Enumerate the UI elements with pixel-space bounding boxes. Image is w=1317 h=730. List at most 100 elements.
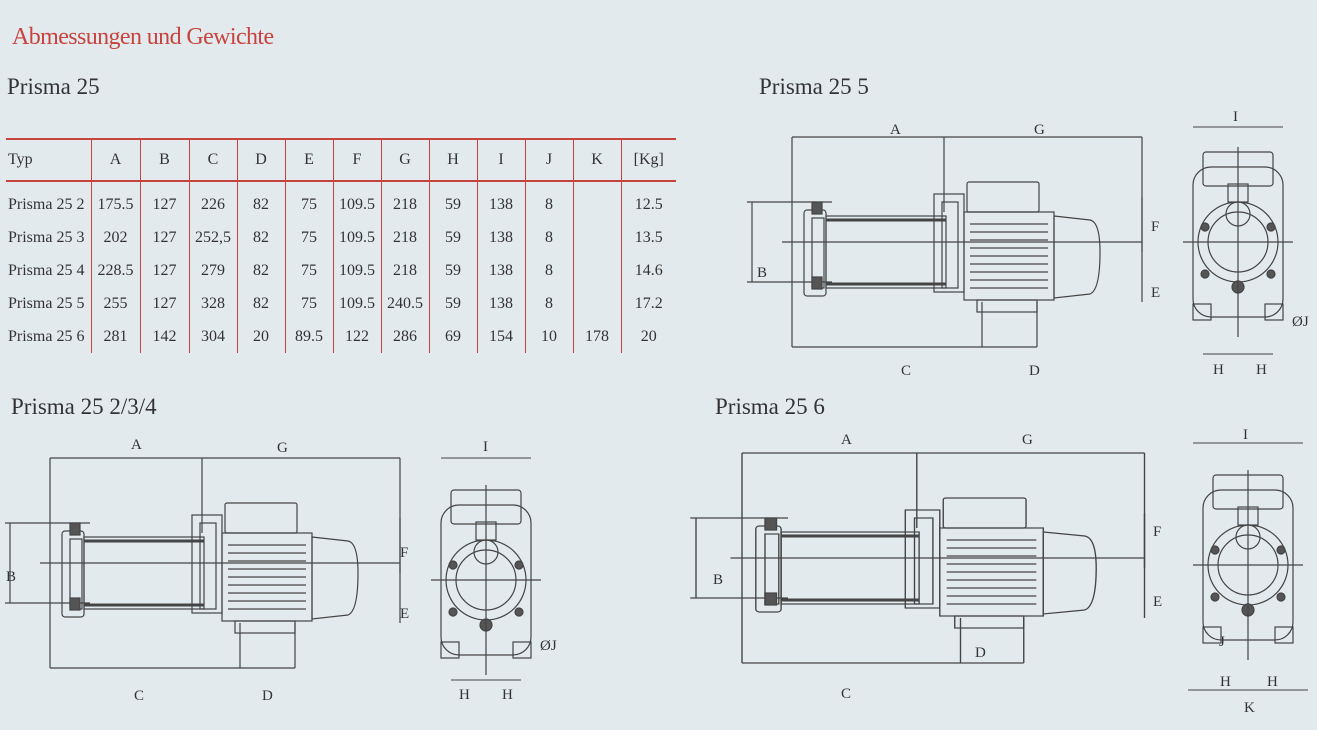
header-cell: C — [188, 138, 237, 182]
cell: 138 — [476, 254, 525, 287]
dim-label-b: B — [757, 265, 767, 281]
cell: 142 — [139, 320, 189, 353]
cell: 255 — [90, 287, 140, 320]
dim-label-i: I — [483, 439, 488, 455]
dim-label-e: E — [1151, 285, 1160, 301]
dim-label-c: C — [841, 686, 851, 702]
drawing-25-5-front — [1182, 126, 1294, 355]
cell — [572, 254, 621, 287]
dim-label-a: A — [890, 122, 901, 138]
dim-label-oj: ØJ — [1292, 314, 1309, 330]
cell-typ: Prisma 25 6 — [8, 327, 85, 345]
cell: 75 — [284, 254, 333, 287]
cell-typ: Prisma 25 5 — [8, 294, 85, 312]
dim-label-b: B — [6, 569, 16, 585]
cell: 109.5 — [332, 254, 381, 287]
dim-label-h: H — [1213, 362, 1224, 378]
dim-label-a: A — [841, 432, 852, 448]
header-cell: G — [380, 138, 429, 182]
dim-label-e: E — [1153, 594, 1162, 610]
table-row: Prisma 25 6 281 142 304 20 89.5 122 286 … — [6, 320, 676, 353]
header-cell: F — [332, 138, 381, 182]
dim-label-g: G — [1034, 122, 1045, 138]
table-header-row: Typ A B C D E F G H I J K [Kg] — [6, 138, 676, 182]
cell: 8 — [524, 287, 573, 320]
dim-label-f: F — [1153, 524, 1161, 540]
table-heading: Prisma 25 — [7, 74, 100, 99]
cell: 82 — [236, 221, 285, 254]
cell: 127 — [139, 181, 189, 221]
page-title: Abmessungen und Gewichte — [12, 24, 274, 50]
drawing-heading-25-234: Prisma 25 2/3/4 — [11, 394, 157, 419]
dim-label-g: G — [1022, 432, 1033, 448]
header-cell: E — [284, 138, 333, 182]
table-row: Prisma 25 4 228.5 127 279 82 75 109.5 21… — [6, 254, 676, 287]
cell: 89.5 — [284, 320, 333, 353]
cell: 218 — [380, 254, 429, 287]
cell: 20 — [620, 320, 676, 353]
cell: 8 — [524, 221, 573, 254]
cell: 286 — [380, 320, 429, 353]
cell: 59 — [428, 181, 477, 221]
dim-label-a: A — [131, 437, 142, 453]
cell: 138 — [476, 221, 525, 254]
cell: 252,5 — [188, 221, 237, 254]
dim-label-c: C — [901, 363, 911, 379]
header-cell: I — [476, 138, 525, 182]
cell: 109.5 — [332, 287, 381, 320]
cell: 59 — [428, 287, 477, 320]
cell: 10 — [524, 320, 573, 353]
cell-typ: Prisma 25 4 — [8, 261, 85, 279]
cell: 8 — [524, 254, 573, 287]
cell: 122 — [332, 320, 381, 353]
cell: 127 — [139, 254, 189, 287]
drawing-25-234-front — [430, 457, 542, 681]
dim-label-d: D — [262, 688, 273, 704]
drawing-25-5-side — [745, 135, 1144, 349]
cell: 304 — [188, 320, 237, 353]
cell: 240.5 — [380, 287, 429, 320]
cell: 109.5 — [332, 221, 381, 254]
cell — [572, 287, 621, 320]
header-cell: Typ — [6, 138, 91, 182]
cell: 20 — [236, 320, 285, 353]
cell-typ: Prisma 25 3 — [8, 228, 85, 246]
dim-label-i: I — [1243, 427, 1248, 443]
cell: 328 — [188, 287, 237, 320]
cell: 59 — [428, 254, 477, 287]
cell: 154 — [476, 320, 525, 353]
cell-typ: Prisma 25 2 — [8, 195, 85, 213]
cell: 75 — [284, 181, 333, 221]
dim-label-f: F — [400, 545, 408, 561]
dimensions-table: Typ A B C D E F G H I J K [Kg] Prisma 25… — [6, 138, 676, 353]
dim-label-d: D — [975, 645, 986, 661]
dim-label-e: E — [400, 606, 409, 622]
cell: 281 — [90, 320, 140, 353]
cell: 17.2 — [620, 287, 676, 320]
cell — [572, 181, 621, 221]
cell: 228.5 — [90, 254, 140, 287]
dim-label-h: H — [1220, 674, 1231, 690]
cell: 226 — [188, 181, 237, 221]
cell: 14.6 — [620, 254, 676, 287]
cell: 178 — [572, 320, 621, 353]
drawing-heading-25-5: Prisma 25 5 — [759, 74, 869, 99]
dim-label-h: H — [502, 687, 513, 703]
cell — [572, 221, 621, 254]
dim-label-j: J — [1219, 634, 1225, 650]
cell: 75 — [284, 287, 333, 320]
cell: 75 — [284, 221, 333, 254]
header-cell: D — [236, 138, 285, 182]
cell: 175.5 — [90, 181, 140, 221]
dim-label-i: I — [1233, 109, 1238, 125]
cell: 82 — [236, 181, 285, 221]
dim-label-h: H — [459, 687, 470, 703]
table-row: Prisma 25 2 175.5 127 226 82 75 109.5 21… — [6, 181, 676, 221]
cell: 12.5 — [620, 181, 676, 221]
cell: 138 — [476, 287, 525, 320]
cell: 82 — [236, 254, 285, 287]
drawing-25-6-front — [1188, 442, 1308, 691]
header-cell: [Kg] — [620, 138, 676, 182]
dim-label-d: D — [1029, 363, 1040, 379]
